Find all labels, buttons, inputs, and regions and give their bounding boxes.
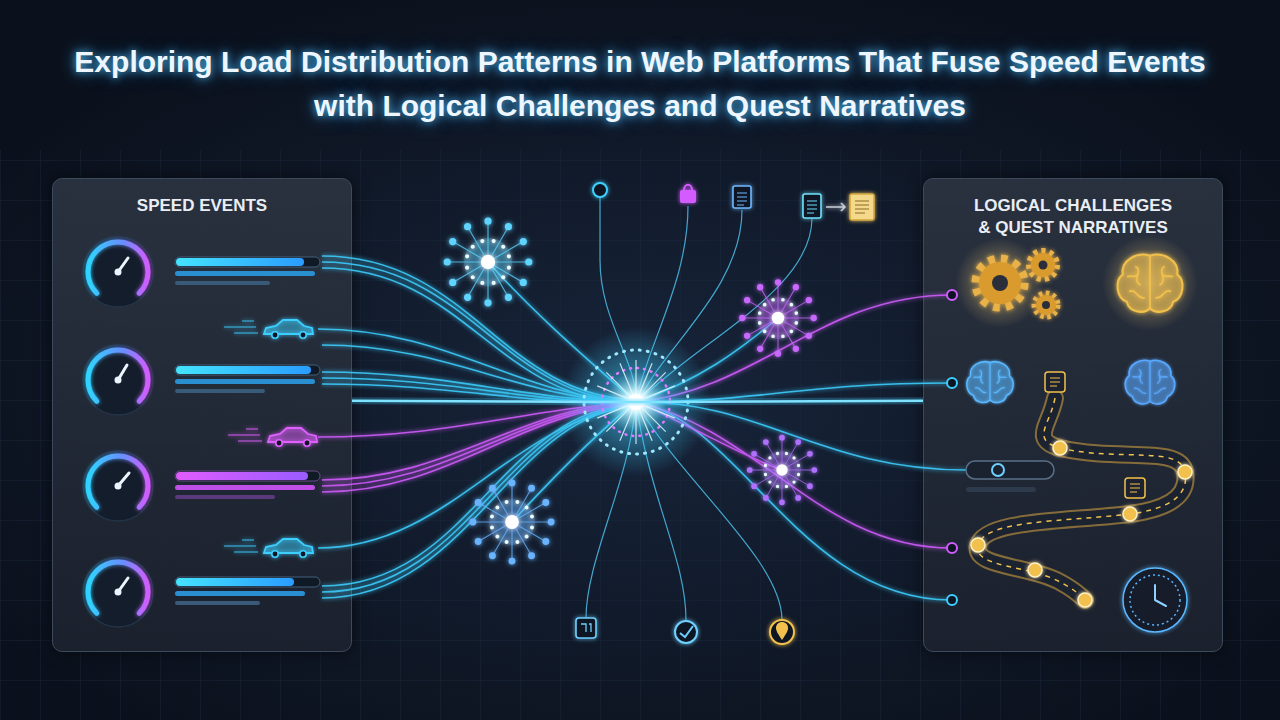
hub-core (628, 394, 644, 410)
bottom-icons (576, 618, 794, 644)
document-icon (733, 186, 751, 208)
bag-icon (680, 190, 696, 203)
branch-line (636, 402, 782, 620)
branch-line (640, 218, 812, 400)
scroll-icon (850, 194, 874, 220)
flow-line (322, 406, 636, 598)
flow-line (322, 262, 636, 402)
flow-line (488, 262, 636, 402)
node-cluster (473, 483, 551, 561)
flow-line (636, 402, 952, 548)
flow-line (322, 404, 636, 586)
hub-rays (594, 360, 678, 444)
background-grid (0, 150, 1280, 720)
bag-handle (684, 185, 692, 190)
document-icon (803, 194, 821, 218)
top-icons (593, 183, 874, 220)
flow-line (318, 406, 636, 548)
document-lines (807, 201, 817, 213)
ring-icon (593, 183, 607, 197)
connector-glow (352, 401, 923, 402)
flow-connector (352, 401, 923, 402)
flow-line (322, 268, 636, 404)
flow-lines-magenta (318, 295, 952, 548)
flow-line (322, 384, 636, 404)
pin-mark (776, 622, 788, 640)
flow-line (636, 402, 952, 600)
node-cluster (742, 282, 813, 353)
flow-line (636, 295, 952, 402)
flow-line (322, 372, 636, 402)
branch-line (636, 402, 686, 620)
flow-line (322, 403, 636, 486)
node-cluster (447, 221, 529, 303)
flow-line (322, 405, 636, 592)
panel-heading: SPEED EVENTS (72, 195, 332, 217)
check-icon (675, 621, 697, 643)
branch-line (586, 402, 636, 618)
square-icon (576, 618, 596, 638)
hub-ring (602, 368, 670, 436)
flow-line (636, 402, 782, 470)
branch-line (600, 198, 636, 400)
panel-box: SPEED EVENTS (52, 178, 352, 652)
flow-lines-cyan (318, 256, 966, 600)
hub-ring (584, 350, 688, 454)
branch-line (640, 210, 742, 400)
panel-heading: LOGICAL CHALLENGES & QUEST NARRATIVES (970, 195, 1176, 239)
branch-lines (586, 198, 812, 620)
panel-box: LOGICAL CHALLENGES & QUEST NARRATIVES (923, 178, 1223, 652)
node-cluster (750, 438, 815, 503)
flow-line (322, 378, 636, 403)
flow-line (636, 402, 966, 470)
scroll-lines (855, 201, 869, 213)
hub-glow (561, 327, 711, 477)
square-glyph (581, 624, 591, 632)
pin-icon (770, 620, 794, 644)
flow-line (322, 402, 636, 480)
flow-line (322, 256, 636, 400)
central-hub (561, 327, 711, 477)
document-lines (737, 193, 747, 205)
branch-line (636, 206, 688, 400)
flow-line (512, 402, 636, 522)
flow-line (318, 402, 636, 437)
check-mark (680, 626, 693, 637)
flow-line (636, 383, 952, 402)
flow-line (322, 404, 636, 492)
arrow-symbol (826, 203, 845, 211)
flow-line (636, 318, 778, 402)
flow-line (322, 345, 636, 402)
diagram-title: Exploring Load Distribution Patterns in … (60, 40, 1220, 128)
flow-line (318, 329, 636, 402)
